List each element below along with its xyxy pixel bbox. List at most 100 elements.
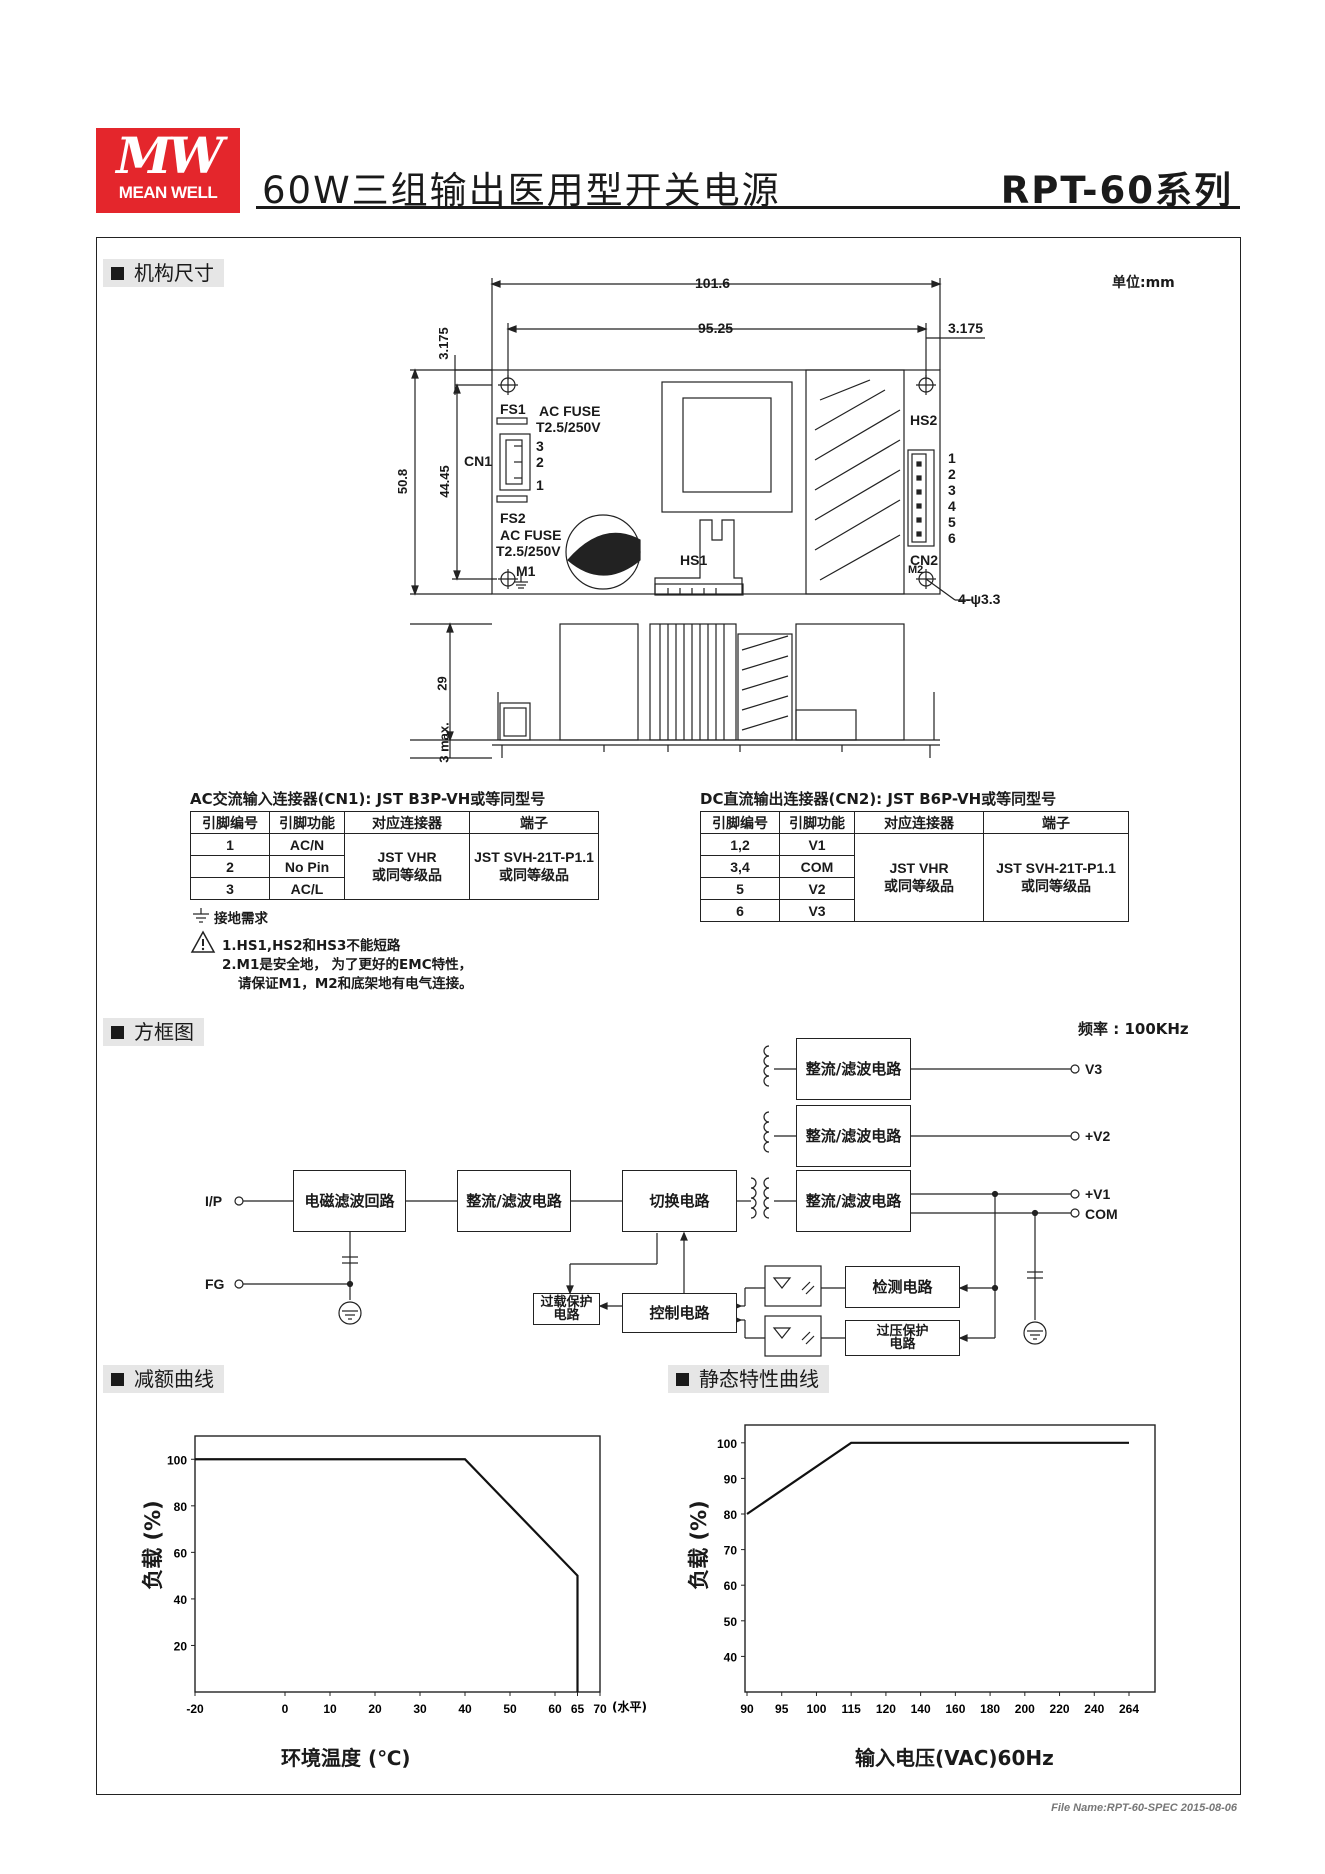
label-cn1-pin2: 2 bbox=[536, 454, 544, 470]
block-rectifier-input: 整流/滤波电路 bbox=[457, 1170, 571, 1232]
block-rectifier-v3: 整流/滤波电路 bbox=[796, 1038, 911, 1100]
note-1: 1.HS1,HS2和HS3不能短路 bbox=[222, 938, 401, 954]
cn2-caption: DC直流输出连接器(CN2): JST B6P-VH或等同型号 bbox=[700, 790, 1057, 808]
static-line bbox=[746, 1441, 1129, 1515]
label-cn2-pin3: 3 bbox=[948, 482, 956, 498]
table-row: 2 No Pin bbox=[190, 855, 599, 878]
derating-x-tick-label: 20 bbox=[368, 1702, 382, 1716]
derating-x-unit: (水平) bbox=[612, 1699, 647, 1714]
table-row: 3 AC/L bbox=[190, 877, 599, 900]
label-cn2-pin1: 1 bbox=[948, 450, 956, 466]
derating-y-tick-label: 100 bbox=[167, 1453, 187, 1467]
static-x-tick-label: 95 bbox=[775, 1702, 789, 1716]
derating-y-tick-label: 20 bbox=[174, 1639, 188, 1653]
dim-101-6: 101.6 bbox=[695, 275, 731, 291]
header-rule bbox=[256, 206, 1240, 209]
label-cn1-pin3: 3 bbox=[536, 438, 544, 454]
dim-95-25: 95.25 bbox=[698, 320, 734, 336]
derating-plot-area bbox=[194, 1435, 601, 1693]
derating-xlabel: 环境温度 (℃) bbox=[281, 1746, 411, 1770]
label-m1: M1 bbox=[516, 563, 536, 579]
ground-icon bbox=[193, 908, 209, 923]
derating-y-tick-label: 80 bbox=[174, 1500, 188, 1514]
warning-icon bbox=[190, 930, 216, 953]
static-x-tick-label: 120 bbox=[876, 1702, 896, 1716]
derating-x-tick-label: 10 bbox=[323, 1702, 337, 1716]
derating-y-tick-label: 60 bbox=[174, 1546, 188, 1560]
block-rectifier-v1: 整流/滤波电路 bbox=[796, 1170, 911, 1232]
static-x-tick-label: 140 bbox=[911, 1702, 931, 1716]
block-olp: 过载保护电路 bbox=[533, 1293, 600, 1325]
label-cn2-pin6: 6 bbox=[948, 530, 956, 546]
static-x-tick-label: 160 bbox=[945, 1702, 965, 1716]
derating-x-tick-label: 40 bbox=[458, 1702, 472, 1716]
label-cn1-pin1: 1 bbox=[536, 477, 544, 493]
static-y-tick-label: 50 bbox=[724, 1615, 738, 1629]
derating-y-tick-label: 40 bbox=[174, 1593, 188, 1607]
label-m2: M2 bbox=[908, 564, 924, 576]
output-v3: V3 bbox=[1085, 1061, 1103, 1077]
derating-x-tick-label: 0 bbox=[282, 1702, 289, 1716]
block-rectifier-v2: 整流/滤波电路 bbox=[796, 1105, 911, 1167]
static-x-tick-label: 100 bbox=[806, 1702, 826, 1716]
derating-line bbox=[195, 1458, 579, 1692]
mean-well-logo: MW MEAN WELL bbox=[96, 128, 240, 213]
label-hs2: HS2 bbox=[910, 412, 938, 428]
label-acfuse1: AC FUSE bbox=[539, 403, 601, 419]
block-detection: 检测电路 bbox=[845, 1266, 960, 1308]
block-emi-filter: 电磁滤波回路 bbox=[293, 1170, 406, 1232]
derating-x-tick-label: 65 bbox=[571, 1702, 585, 1716]
dim-3-175-right: 3.175 bbox=[948, 320, 984, 336]
static-x-tick-label: 220 bbox=[1050, 1702, 1070, 1716]
static-x-tick-label: 115 bbox=[842, 1702, 862, 1716]
static-x-tick-label: 180 bbox=[980, 1702, 1000, 1716]
static-y-tick-label: 60 bbox=[724, 1579, 738, 1593]
logo-mark: MW bbox=[116, 126, 224, 185]
cn2-header-mating: 对应连接器 bbox=[854, 811, 984, 834]
label-fs2: FS2 bbox=[500, 510, 526, 526]
derating-x-tick-label: 30 bbox=[413, 1702, 427, 1716]
page-title: 60W三组输出医用型开关电源 bbox=[262, 169, 781, 212]
note-2: 2.M1是安全地， 为了更好的EMC特性， bbox=[222, 957, 473, 973]
output-v2: +V2 bbox=[1085, 1128, 1111, 1144]
static-xlabel: 输入电压(VAC)60Hz bbox=[855, 1746, 1054, 1770]
cn2-header-function: 引脚功能 bbox=[779, 811, 855, 834]
logo-wordmark: MEAN WELL bbox=[118, 183, 218, 202]
static-y-tick-label: 70 bbox=[724, 1544, 738, 1558]
label-cn2-pin4: 4 bbox=[948, 498, 956, 514]
static-x-tick-label: 90 bbox=[740, 1702, 754, 1716]
table-row: 6 V3 bbox=[700, 899, 1129, 922]
cn1-header-mating: 对应连接器 bbox=[344, 811, 470, 834]
label-cn2-pin5: 5 bbox=[948, 514, 956, 530]
section-block-diagram: 方框图 bbox=[103, 1018, 204, 1046]
label-acfuse2: AC FUSE bbox=[500, 527, 562, 543]
label-cn2-pin2: 2 bbox=[948, 466, 956, 482]
cn1-header-function: 引脚功能 bbox=[269, 811, 345, 834]
table-row: 5 V2 bbox=[700, 877, 1129, 900]
series-name: RPT-60系列 bbox=[1000, 169, 1233, 212]
derating-x-tick-label: -20 bbox=[186, 1702, 204, 1716]
static-x-tick-label: 200 bbox=[1015, 1702, 1035, 1716]
section-static: 静态特性曲线 bbox=[668, 1365, 829, 1393]
static-y-tick-label: 90 bbox=[724, 1472, 738, 1486]
block-ovp: 过压保护电路 bbox=[845, 1320, 960, 1356]
output-v1: +V1 bbox=[1085, 1186, 1111, 1202]
static-x-tick-label: 264 bbox=[1119, 1702, 1139, 1716]
derating-x-tick-label: 50 bbox=[503, 1702, 517, 1716]
label-cn1: CN1 bbox=[464, 453, 493, 469]
cn1-header-pin: 引脚编号 bbox=[190, 811, 270, 834]
label-fg: FG bbox=[205, 1276, 225, 1292]
note-ground: 接地需求 bbox=[214, 911, 268, 927]
static-y-tick-label: 100 bbox=[717, 1437, 737, 1451]
footer-filename: File Name:RPT-60-SPEC 2015-08-06 bbox=[1051, 1802, 1237, 1814]
frequency-label: 频率 : 100KHz bbox=[1078, 1020, 1189, 1038]
label-hs1: HS1 bbox=[680, 552, 708, 568]
section-derating: 减额曲线 bbox=[103, 1365, 224, 1393]
content-frame bbox=[96, 237, 1241, 1795]
label-fs1: FS1 bbox=[500, 401, 526, 417]
block-switching: 切换电路 bbox=[622, 1170, 737, 1232]
output-com: COM bbox=[1085, 1206, 1118, 1222]
